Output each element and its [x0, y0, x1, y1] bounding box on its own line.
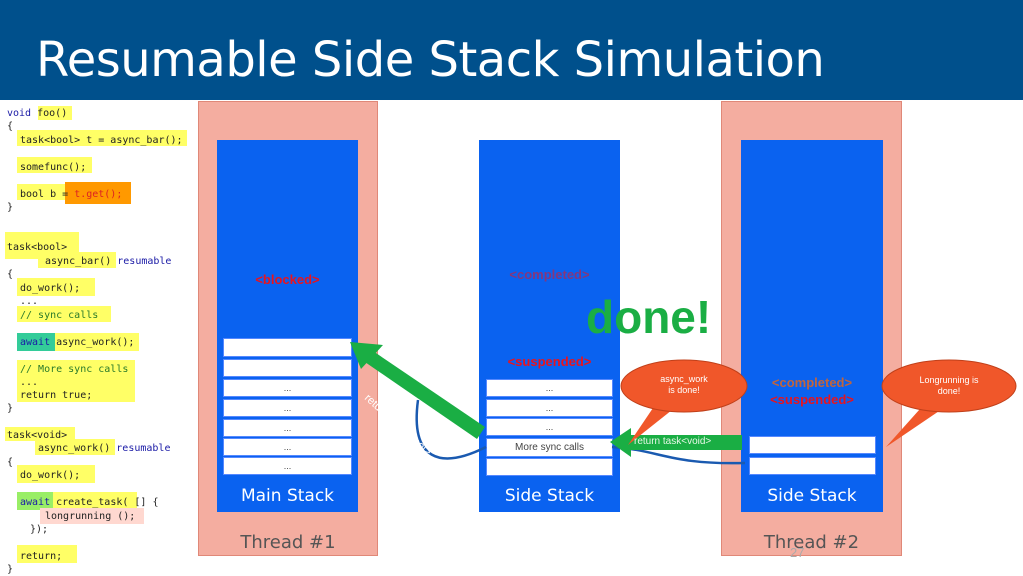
stack-frame [749, 457, 876, 475]
stack-frame: ... [223, 438, 352, 456]
stack-frame: ... [223, 399, 352, 417]
code-line: { [7, 121, 14, 132]
code-line: return; [20, 551, 63, 562]
longrunning-speech-bubble [881, 359, 1017, 413]
return-void-label: return task<void> [634, 436, 712, 447]
return-void-arrow-shaft [628, 435, 742, 450]
highlight-green [17, 492, 55, 510]
return-bool-arrow-head [350, 342, 383, 369]
code-line: task<void> [7, 430, 68, 441]
code-line: { [7, 457, 14, 468]
stack-frame [486, 458, 613, 476]
highlight [38, 106, 72, 120]
code-line: } [7, 403, 14, 414]
page-number: 27 [790, 545, 805, 560]
side-stack-1-status-completed: <completed> [509, 267, 590, 282]
highlight [17, 184, 69, 200]
async-work-bubble-text: async_work is done! [660, 374, 708, 395]
stack-frame [223, 359, 352, 377]
code-line: do_work(); [20, 470, 81, 481]
code-line: task<bool> t = async_bar(); [20, 135, 183, 146]
main-stack-status: <blocked> [255, 272, 320, 287]
highlight [53, 492, 137, 510]
side-stack-1-status-suspended: <suspended> [507, 354, 592, 369]
highlight [17, 545, 77, 563]
code-line: }); [30, 524, 49, 535]
thread-2-label: Thread #2 [763, 532, 860, 553]
slide-title: Resumable Side Stack Simulation [36, 32, 825, 88]
highlight [17, 360, 135, 402]
main-stack-label: Main Stack [240, 486, 335, 506]
code-line: bool b = t.get(); [20, 189, 123, 200]
highlight [38, 252, 116, 268]
side-stack-1-label: Side Stack [504, 486, 595, 506]
code-line: ... [20, 377, 39, 388]
code-line: do_work(); [20, 283, 81, 294]
code-line: somefunc(); [20, 162, 87, 173]
return-void-arrow-head [610, 428, 631, 457]
speech-bubble-tail [628, 405, 672, 445]
highlight [17, 306, 111, 322]
highlight-teal [17, 333, 57, 351]
thread-1-label: Thread #1 [240, 532, 336, 553]
slide-header [0, 0, 1023, 100]
connector-line [415, 399, 487, 460]
done-label: done! [586, 291, 712, 343]
code-line: ... [20, 296, 39, 307]
stack-frame: ... [223, 379, 352, 397]
highlight [5, 427, 75, 441]
code-line: async_bar() resumable [45, 256, 172, 267]
code-line: } [7, 564, 14, 575]
side-stack-2-status-completed: <completed> [771, 375, 853, 390]
stack-frame: ... [486, 379, 613, 397]
code-line: await async_work(); [20, 337, 135, 348]
code-line: } [7, 202, 14, 213]
highlight-pink [40, 508, 144, 524]
code-line: { [7, 269, 14, 280]
code-line: void foo() [7, 108, 68, 119]
stack-frame: ... [223, 457, 352, 475]
highlight-orange [65, 182, 131, 204]
stack-frame: ... [486, 418, 613, 436]
highlight [17, 465, 95, 483]
highlight [17, 278, 95, 296]
side-stack-2-label: Side Stack [767, 486, 857, 506]
side-stack-2-status-suspended: <suspended> [770, 392, 854, 407]
highlight [17, 130, 187, 146]
stack-frame: ... [223, 419, 352, 437]
highlight [35, 439, 115, 455]
code-line: task<bool> [7, 242, 68, 253]
code-line: return true; [20, 390, 93, 401]
code-line: longrunning (); [45, 511, 136, 522]
longrunning-bubble-text: Longrunning is done! [919, 375, 979, 396]
highlight [55, 333, 139, 351]
code-line: await create_task( [] { [20, 497, 159, 508]
code-line: // sync calls [20, 310, 99, 321]
code-line: async_work() resumable [38, 443, 171, 454]
return-bool-arrow-shaft [362, 349, 485, 439]
code-line: // More sync calls [20, 364, 129, 375]
stack-frame [223, 338, 352, 357]
stack-frame: ... [486, 399, 613, 417]
async-work-speech-bubble [620, 359, 748, 413]
highlight [17, 157, 92, 173]
stack-frame [749, 436, 876, 454]
